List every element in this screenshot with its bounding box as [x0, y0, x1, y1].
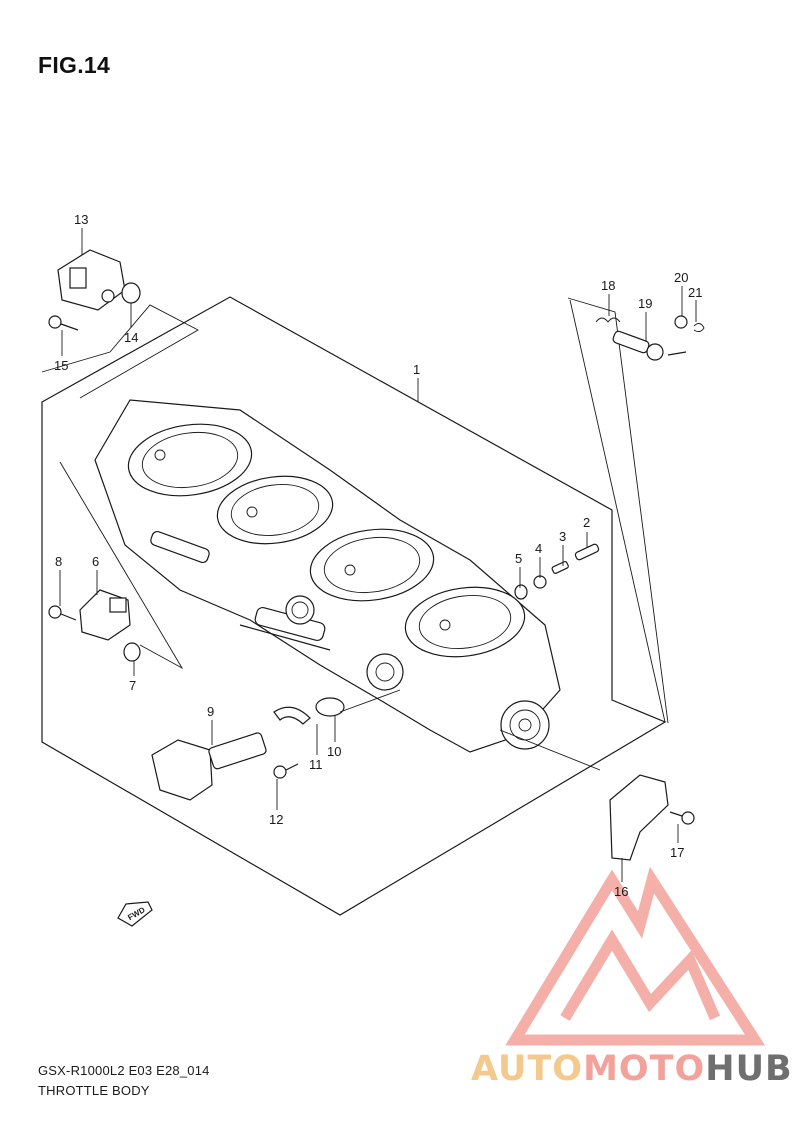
watermark-text: AUTOMOTOHUB: [471, 1049, 793, 1089]
callout-6: 6: [92, 554, 99, 569]
tps-group-guide: [41, 304, 199, 399]
lever-19: [612, 330, 687, 361]
callout-11: 11: [309, 757, 323, 772]
bracket-16: [609, 774, 669, 861]
screw-8: [48, 605, 77, 621]
fwd-arrow-icon: FWD: [117, 901, 153, 927]
watermark-part-hub: HUB: [705, 1049, 793, 1089]
callout-5: 5: [515, 551, 522, 566]
o-ring-10: [315, 697, 345, 717]
section-name: THROTTLE BODY: [38, 1083, 150, 1098]
o-ring-5: [514, 584, 528, 600]
screw-15: [48, 315, 79, 331]
screw-12: [273, 763, 299, 779]
throttle-position-sensor: [57, 249, 126, 311]
clip-21: [693, 323, 705, 333]
callout-12: 12: [269, 812, 283, 827]
o-ring-7: [123, 642, 141, 662]
leader-lines: [59, 228, 697, 882]
spring-18: [595, 317, 621, 323]
callout-4: 4: [535, 541, 542, 556]
throttle-body-assembly: [94, 399, 561, 753]
callout-19: 19: [638, 296, 652, 311]
callout-18: 18: [601, 278, 615, 293]
washer-20: [674, 315, 688, 329]
watermark-part-auto: AUTO: [471, 1049, 584, 1089]
callout-3: 3: [559, 529, 566, 544]
sensor-6: [79, 589, 131, 641]
screw-2: [574, 543, 600, 561]
bracket-guide-line: [567, 297, 669, 724]
callout-15: 15: [54, 358, 68, 373]
spring-3: [551, 560, 569, 574]
callout-8: 8: [55, 554, 62, 569]
callout-1: 1: [413, 362, 420, 377]
watermark-logo: [505, 866, 766, 1046]
callout-14: 14: [124, 330, 138, 345]
sensor-9: [151, 732, 267, 801]
model-code: GSX-R1000L2 E03 E28_014: [38, 1063, 210, 1078]
clamp-11: [273, 706, 311, 725]
callout-16: 16: [614, 884, 628, 899]
callout-10: 10: [327, 744, 341, 759]
screw-17: [669, 811, 695, 825]
sensor-group-guide: [59, 461, 184, 670]
guide-line: [569, 299, 666, 723]
o-ring-14: [121, 282, 141, 304]
callout-20: 20: [674, 270, 688, 285]
figure-title: FIG.14: [38, 52, 111, 78]
callout-13: 13: [74, 212, 88, 227]
callout-7: 7: [129, 678, 136, 693]
watermark-part-moto: MOTO: [583, 1049, 706, 1089]
callout-9: 9: [207, 704, 214, 719]
callout-17: 17: [670, 845, 684, 860]
callout-numbers: 1 2 3 4 5 6 7 8 9 10 11 12 13 14 15 16 1…: [54, 212, 702, 899]
callout-2: 2: [583, 515, 590, 530]
callout-21: 21: [688, 285, 702, 300]
assembly-outline: [41, 296, 667, 916]
